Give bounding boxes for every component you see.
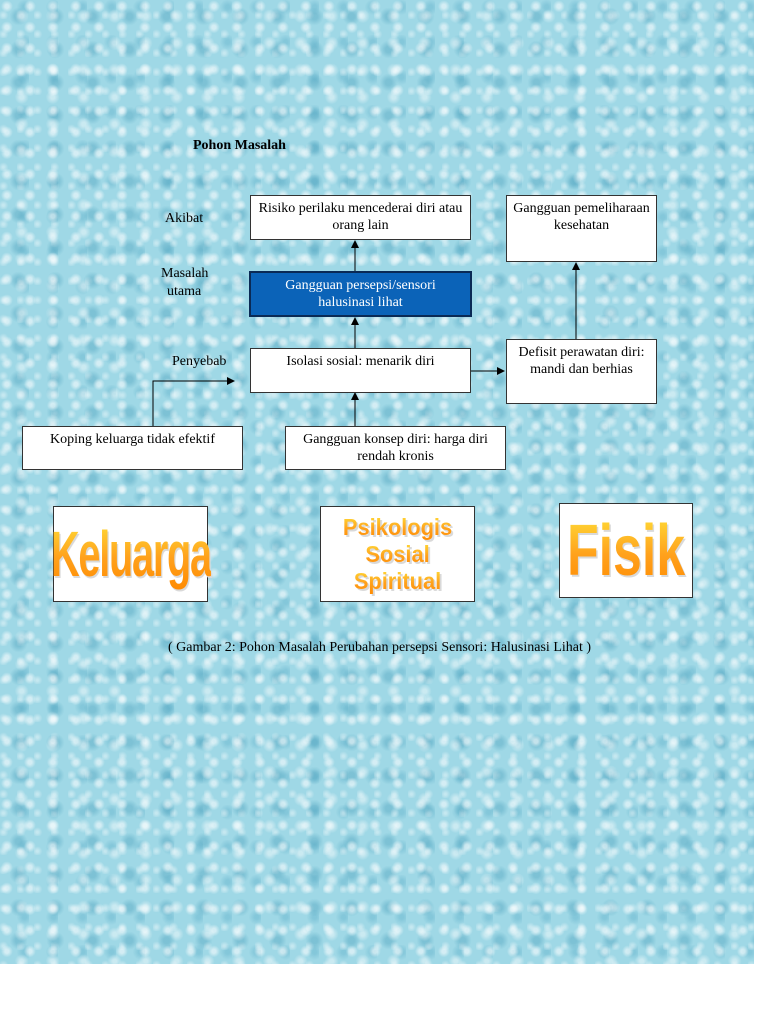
- box-defisit-perawatan: Defisit perawatan diri: mandi dan berhia…: [506, 339, 657, 404]
- label-penyebab: Penyebab: [172, 354, 227, 369]
- wordart-keluarga: Keluarga: [50, 506, 212, 602]
- box-konsep-diri: Gangguan konsep diri: harga diri rendah …: [285, 426, 506, 470]
- box-risiko-mencederai: Risiko perilaku mencederai diri atau ora…: [250, 195, 471, 240]
- figure-caption: ( Gambar 2: Pohon Masalah Perubahan pers…: [168, 640, 592, 655]
- label-masalah: Masalah: [161, 266, 209, 281]
- wordart-keluarga-text: Keluarga: [50, 518, 212, 590]
- arrow-koping-to-penyebab: [152, 377, 235, 426]
- wordart-psikologis-sosial-spiritual: Psikologis Sosial Spiritual: [320, 506, 475, 602]
- box-koping-keluarga: Koping keluarga tidak efektif: [22, 426, 243, 470]
- wordart-fisik: Fisik: [559, 503, 693, 598]
- label-akibat: Akibat: [165, 211, 204, 226]
- box-isolasi-sosial: Isolasi sosial: menarik diri: [250, 348, 471, 393]
- diagram-title: Pohon Masalah: [193, 138, 286, 153]
- box-gangguan-persepsi: Gangguan persepsi/sensori halusinasi lih…: [249, 271, 472, 317]
- wordart-spiritual-text: Spiritual: [343, 568, 452, 595]
- wordart-fisik-text: Fisik: [566, 510, 686, 591]
- label-utama: utama: [167, 284, 202, 299]
- wordart-psikologis-text: Psikologis: [342, 513, 453, 540]
- water-drops-background: [0, 0, 754, 964]
- wordart-sosial-text: Sosial: [343, 541, 452, 568]
- box-gangguan-pemeliharaan: Gangguan pemeliharaan kesehatan: [506, 195, 657, 262]
